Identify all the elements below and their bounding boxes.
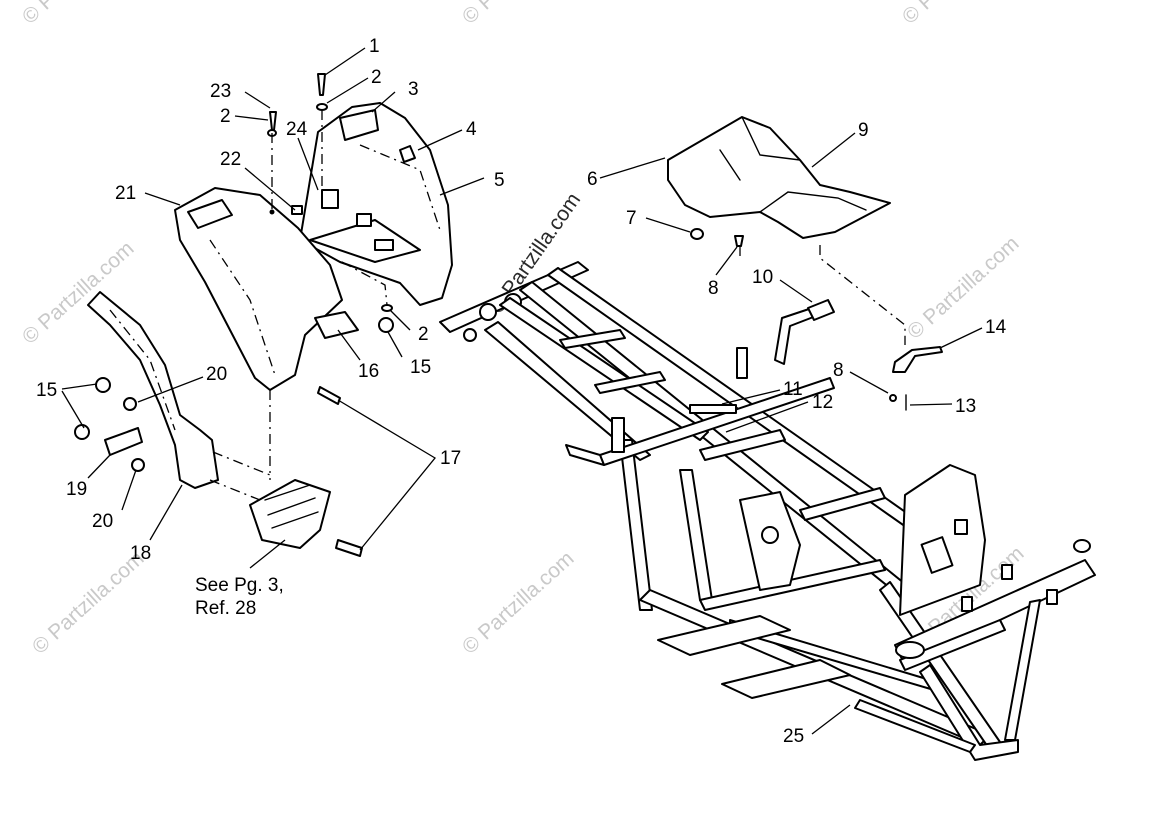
note-line-1: See Pg. 3,	[195, 575, 284, 596]
callout-5: 5	[494, 170, 505, 191]
watermark: © Partzilla.com	[18, 0, 139, 29]
callout-21: 21	[115, 183, 136, 204]
callout-18: 18	[130, 543, 151, 564]
callout-20: 20	[92, 511, 113, 532]
rear-fender	[299, 102, 453, 306]
callout-8: 8	[833, 360, 844, 381]
callout-17: 17	[440, 448, 461, 469]
callout-22: 22	[220, 149, 241, 170]
watermark: © Partzilla.com	[458, 547, 579, 659]
callout-labels: 1 2 2 2 3 4 5 6 7 8 8 9 10 11 12 13 14 1…	[36, 36, 1007, 747]
callout-9: 9	[858, 120, 869, 141]
callout-2: 2	[371, 67, 382, 88]
callout-23: 23	[210, 81, 231, 102]
callout-1: 1	[369, 36, 380, 57]
hardware	[74, 73, 394, 472]
callout-24: 24	[286, 119, 308, 140]
callout-14: 14	[985, 317, 1007, 338]
callout-16: 16	[358, 361, 379, 382]
seat-hardware	[690, 228, 943, 411]
bolt	[317, 386, 363, 557]
callout-8: 8	[708, 278, 719, 299]
callout-20: 20	[206, 364, 227, 385]
callout-11: 11	[783, 379, 803, 400]
callout-15: 15	[410, 357, 431, 378]
callout-6: 6	[587, 169, 598, 190]
mud-flap	[87, 291, 219, 489]
leader-lines	[61, 47, 983, 735]
callout-4: 4	[466, 119, 477, 140]
rear-grab-bar	[249, 479, 331, 549]
assembly-lines	[209, 110, 906, 501]
callout-7: 7	[626, 208, 637, 229]
note-line-2: Ref. 28	[195, 598, 256, 619]
callout-19: 19	[66, 479, 87, 500]
callout-13: 13	[955, 396, 976, 417]
callout-12: 12	[812, 392, 833, 413]
frame	[439, 261, 1096, 761]
callout-25: 25	[783, 726, 804, 747]
reference-note: See Pg. 3, Ref. 28	[195, 575, 284, 619]
callout-10: 10	[752, 267, 773, 288]
callout-15: 15	[36, 380, 57, 401]
handlebar	[565, 307, 835, 466]
watermark: © Partzilla.com	[898, 0, 1019, 29]
seat	[667, 116, 891, 239]
callout-2: 2	[418, 324, 429, 345]
rear-fender-panel	[174, 187, 421, 391]
grip	[807, 299, 835, 321]
callout-2: 2	[220, 106, 231, 127]
watermark: © Partzilla.com	[458, 0, 579, 29]
callout-3: 3	[408, 79, 419, 100]
